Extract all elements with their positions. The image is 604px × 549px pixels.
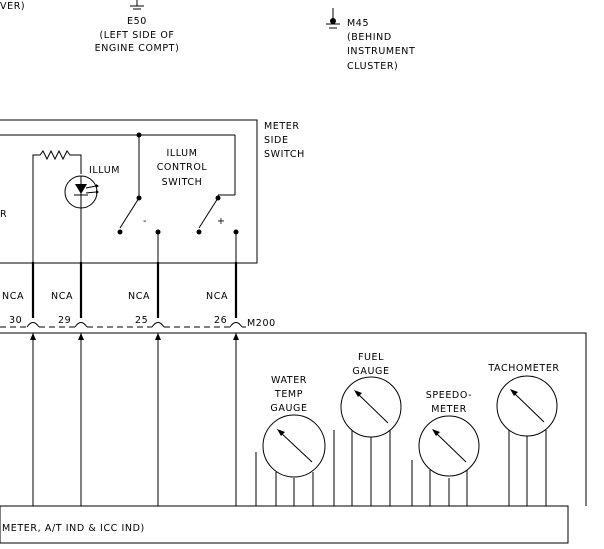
ground-m45-desc3: CLUSTER)	[347, 61, 398, 72]
switch-title-2: SIDE	[264, 135, 289, 146]
pin-29-nca: NCA	[51, 291, 73, 302]
speedometer-gauge: SPEEDO- METER	[411, 390, 480, 506]
tacho-label: TACHOMETER	[487, 363, 559, 374]
ground-m45-id: M45	[347, 18, 369, 29]
plus-sign: +	[217, 216, 226, 227]
pin-25-nca: NCA	[128, 291, 150, 302]
ground-m45-desc1: (BEHIND	[347, 32, 392, 43]
fuel-gauge: FUEL GAUGE	[333, 352, 402, 506]
speedo-label-2: METER	[431, 404, 467, 415]
fuel-label-1: FUEL	[358, 352, 384, 363]
minus-switch: -	[117, 135, 161, 262]
pin-26-nca: NCA	[206, 291, 228, 302]
plus-switch: +	[196, 135, 239, 262]
illum-control-label-3: SWITCH	[162, 177, 203, 188]
switch-title-3: SWITCH	[264, 149, 305, 160]
ground-m45: M45 (BEHIND INSTRUMENT CLUSTER)	[326, 8, 415, 72]
water-temp-gauge: WATER TEMP GAUGE	[255, 375, 326, 506]
meter-input-wires	[30, 333, 239, 506]
water-temp-label-3: GAUGE	[270, 403, 307, 414]
speedo-label-1: SPEEDO-	[426, 390, 472, 401]
illum-control-label-2: CONTROL	[157, 162, 208, 173]
illum-led-icon	[64, 175, 99, 262]
water-temp-label-2: TEMP	[274, 389, 303, 400]
pin-30-nca: NCA	[2, 291, 24, 302]
fuel-label-2: GAUGE	[352, 366, 389, 377]
partial-label-left: R	[0, 209, 7, 220]
illum-label: ILLUM	[89, 165, 120, 176]
illum-control-label-1: ILLUM	[166, 148, 197, 159]
pin-29-number: 29	[58, 315, 71, 326]
harness-wires	[31, 262, 238, 318]
partial-label-top-left: VER)	[0, 1, 25, 12]
switch-title-1: METER	[264, 121, 300, 132]
pin-30-number: 30	[9, 315, 22, 326]
ground-e50-desc1: (LEFT SIDE OF	[99, 30, 174, 41]
minus-sign: -	[143, 216, 147, 227]
ground-e50-desc2: ENGINE COMPT)	[95, 43, 180, 54]
illum-resistor	[32, 149, 82, 262]
pin-26-number: 26	[214, 315, 227, 326]
connector-m200-id: M200	[247, 318, 276, 329]
meter-box-label: METER, A/T IND & ICC IND)	[2, 523, 145, 534]
water-temp-label-1: WATER	[271, 375, 307, 386]
tachometer-gauge: TACHOMETER	[487, 363, 559, 506]
meter-side-switch: METER SIDE SWITCH R ILLUM ILLUM CONTROL …	[0, 119, 305, 264]
ground-m45-desc2: INSTRUMENT	[347, 46, 415, 57]
combination-meter: METER, A/T IND & ICC IND) WATER TEMP GAU…	[0, 332, 587, 544]
ground-e50: VER) E50 (LEFT SIDE OF ENGINE COMPT)	[0, 0, 179, 54]
connector-m200: NCA NCA NCA NCA 30 29 25 26 M200	[0, 291, 276, 329]
pin-25-number: 25	[135, 315, 148, 326]
ground-e50-id: E50	[127, 16, 147, 27]
